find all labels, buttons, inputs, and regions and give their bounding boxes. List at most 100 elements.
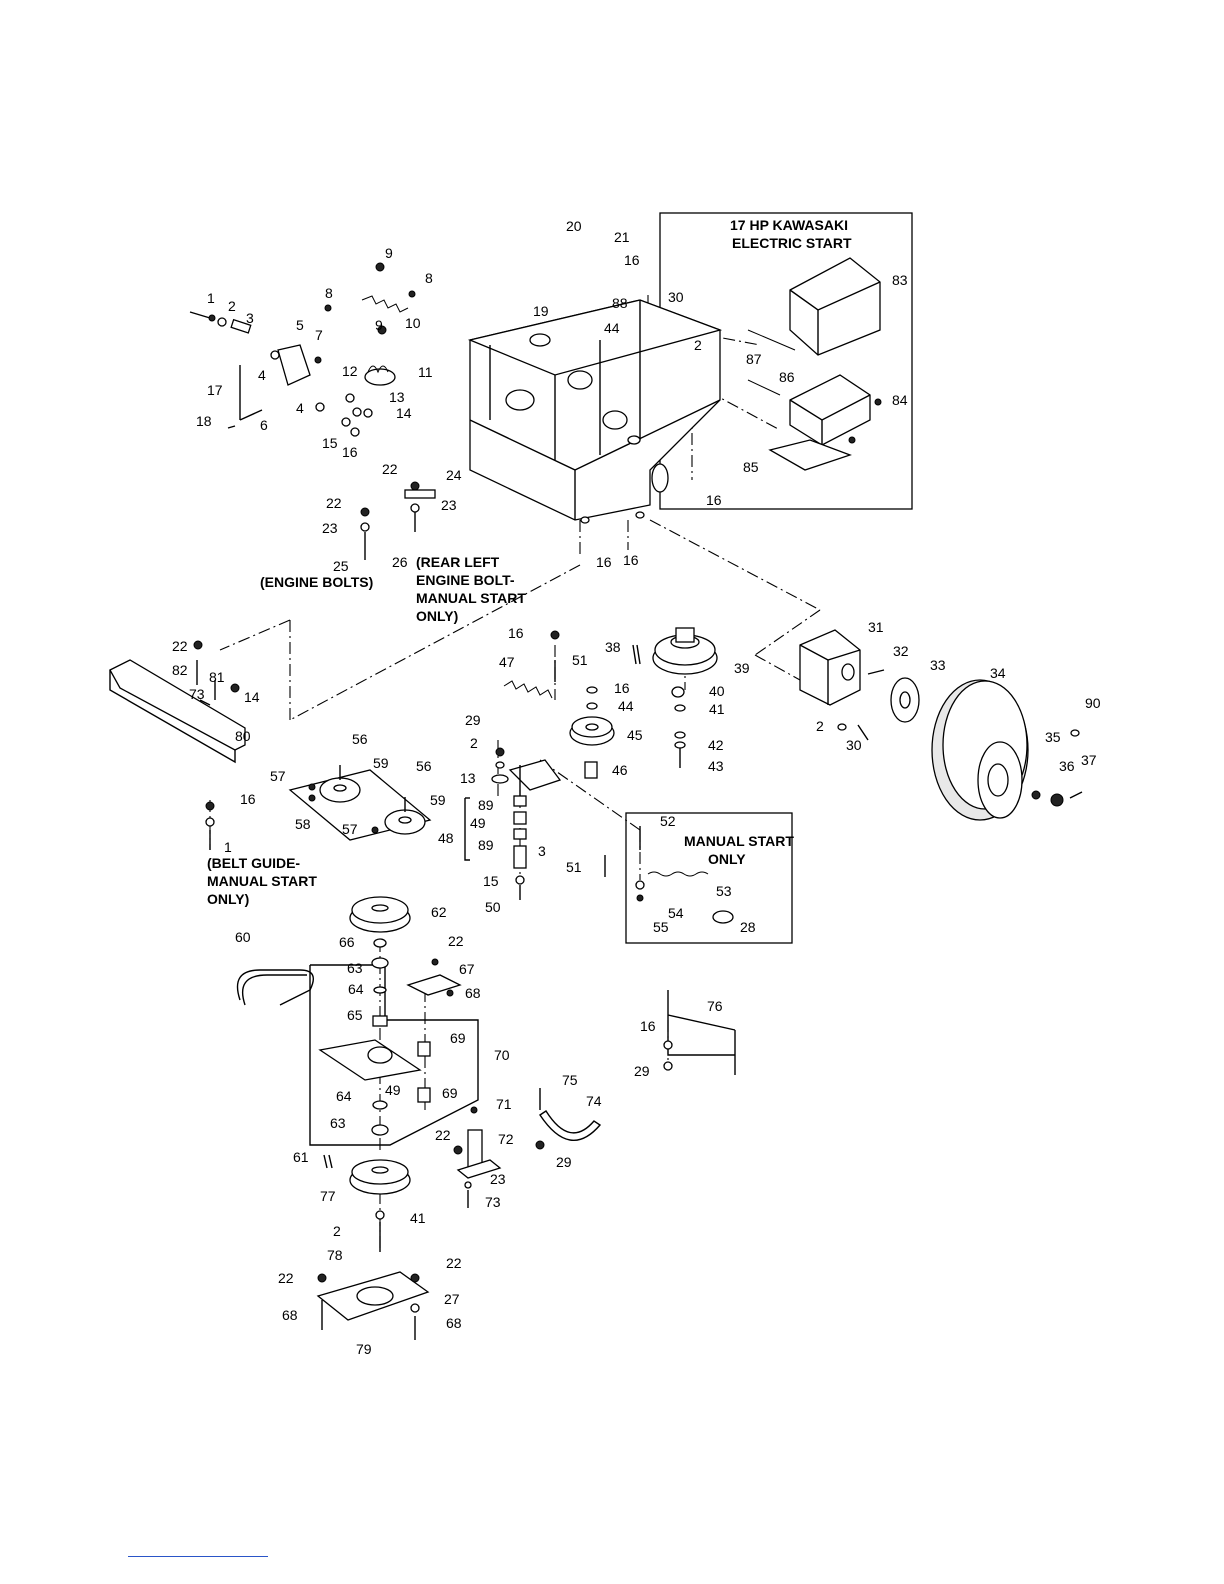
callout-label: 55 [653,919,669,935]
manual-start-box [625,812,793,944]
callout-label: 9 [385,245,393,261]
callout-label: 2 [816,718,824,734]
callout-label: 57 [342,821,358,837]
callout-label: 53 [716,883,732,899]
callout-label: 54 [668,905,684,921]
callout-label: 8 [425,270,433,286]
callout-label: 73 [189,686,205,702]
callout-label: 47 [499,654,515,670]
idler-pivot-assembly [464,747,606,900]
callout-label: 59 [373,755,389,771]
callout-label: 2 [228,298,236,314]
callout-label: 41 [709,701,725,717]
callout-label: 49 [470,815,486,831]
callout-label: 4 [258,367,266,383]
callout-label: 83 [892,272,908,288]
belt-guide-note-line3: ONLY) [207,891,249,907]
engine-mount-frame [467,299,723,524]
idler-pulleys-upper [205,765,432,850]
belt-guide-plate [109,640,246,764]
rear-left-note-line1: (REAR LEFT [416,554,500,570]
callout-label: 78 [327,1247,343,1263]
callout-label: 50 [485,899,501,915]
callout-label: 80 [235,728,251,744]
callout-label: 18 [196,413,212,429]
callout-label: 56 [352,731,368,747]
callout-label: 20 [566,218,582,234]
callout-label: 4 [296,400,304,416]
callout-label: 13 [389,389,405,405]
callout-label: 68 [446,1315,462,1331]
callout-label: 22 [446,1255,462,1271]
manual-start-box-title-line2: ONLY [708,851,746,867]
callout-label: 70 [494,1047,510,1063]
manual-start-chain [635,826,734,924]
callout-label: 84 [892,392,908,408]
belt-guide-note-line1: (BELT GUIDE- [207,855,300,871]
callout-label: 22 [326,495,342,511]
callout-label: 26 [392,554,408,570]
callout-label: 25 [333,558,349,574]
callout-label: 23 [490,1171,506,1187]
callout-label: 77 [320,1188,336,1204]
callout-label: 41 [410,1210,426,1226]
callout-label: 30 [846,737,862,753]
callout-label: 43 [708,758,724,774]
callout-label: 46 [612,762,628,778]
engine-bolts-note: (ENGINE BOLTS) [260,574,373,590]
callout-label: 28 [740,919,756,935]
callout-label: 16 [596,554,612,570]
callout-label: 49 [385,1082,401,1098]
callout-label: 13 [460,770,476,786]
callout-label: 15 [322,435,338,451]
rear-left-note-line3: MANUAL START [416,590,526,606]
callout-label: 30 [668,289,684,305]
callout-label: 64 [348,981,364,997]
callout-label: 60 [235,929,251,945]
notes: 17 HP KAWASAKI ELECTRIC START MANUAL STA… [207,217,852,907]
callout-label: 16 [614,680,630,696]
callout-label: 37 [1081,752,1097,768]
callout-label: 2 [333,1223,341,1239]
callout-label: 64 [336,1088,352,1104]
callout-label: 63 [347,960,363,976]
callout-label: 52 [660,813,676,829]
callout-label: 75 [562,1072,578,1088]
callout-label: 23 [322,520,338,536]
callout-label: 56 [416,758,432,774]
callout-label: 68 [465,985,481,1001]
callout-label: 74 [586,1093,602,1109]
callout-label: 51 [572,652,588,668]
callout-label: 57 [270,768,286,784]
callout-label: 69 [442,1085,458,1101]
callout-label: 9 [375,317,383,333]
callout-label: 40 [709,683,725,699]
callout-label: 5 [296,317,304,333]
callout-label: 63 [330,1115,346,1131]
callout-label: 12 [342,363,358,379]
callout-label: 29 [556,1154,572,1170]
callout-label: 23 [441,497,457,513]
callout-label: 22 [435,1127,451,1143]
callout-label: 44 [618,698,634,714]
callout-label: 29 [465,712,481,728]
belt-guide-note-line2: MANUAL START [207,873,317,889]
callout-label: 89 [478,797,494,813]
callout-label: 7 [315,327,323,343]
manual-start-box-title-line1: MANUAL START [684,833,794,849]
callout-label: 48 [438,830,454,846]
callout-label: 16 [706,492,722,508]
wheel-assembly [799,629,1083,821]
callout-label: 10 [405,315,421,331]
callout-label: 33 [930,657,946,673]
callout-label: 2 [470,735,478,751]
callout-label: 51 [566,859,582,875]
callout-label: 22 [278,1270,294,1286]
callout-label: 29 [634,1063,650,1079]
callout-label: 16 [623,552,639,568]
callout-label: 17 [207,382,223,398]
kawasaki-parts [747,257,882,471]
callout-label: 89 [478,837,494,853]
